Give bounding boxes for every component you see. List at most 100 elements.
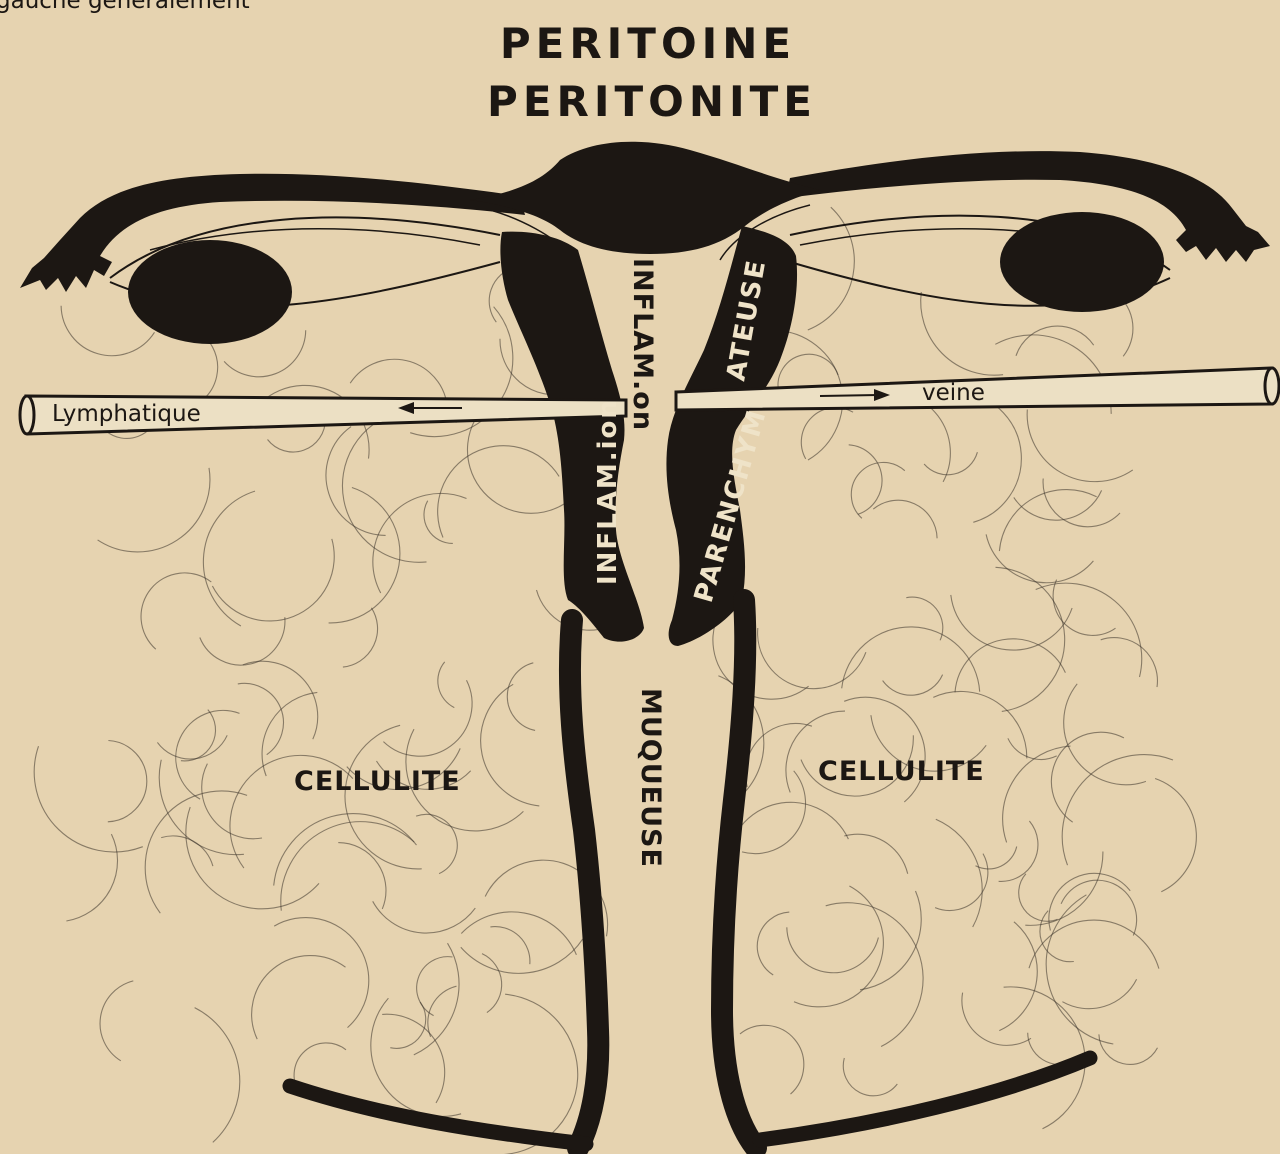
tissue-fiber (141, 573, 211, 649)
tissue-fiber (202, 764, 262, 839)
tissue-fiber (417, 957, 453, 1016)
tissue-fiber (964, 392, 1021, 522)
tissue-fiber (883, 675, 943, 696)
tissue-fiber (461, 912, 576, 955)
tissue-fiber (757, 912, 789, 975)
tissue-fiber (1053, 580, 1115, 636)
label-veine: veine (922, 380, 985, 406)
tissue-fiber (274, 814, 417, 886)
tissue-fiber (371, 998, 461, 1116)
tissue-fiber (382, 1014, 444, 1103)
tissue-fiber (976, 847, 1017, 869)
header-fragment: gauche généralement (0, 0, 250, 14)
tissue-fiber (794, 886, 883, 1007)
label-lymphatique: Lymphatique (52, 401, 201, 427)
tissue-fiber (1008, 738, 1057, 759)
tissue-fiber (843, 1058, 897, 1096)
tissue-fiber (1003, 746, 1071, 842)
tissue-fiber (438, 662, 454, 708)
tissue-fiber (1062, 979, 1136, 1009)
tissue-fiber (1155, 779, 1196, 892)
tissue-fiber (962, 993, 1031, 1046)
tissue-fiber (801, 408, 853, 459)
tissue-fiber (999, 821, 1038, 881)
lymphatic-vessel: Lymphatique (20, 396, 626, 434)
tissue-fiber (999, 490, 1096, 552)
tissue-fiber (461, 939, 583, 973)
tissue-fiber (933, 691, 1027, 758)
left-ovary (128, 240, 292, 344)
label-muqueuse: MUQUEUSE (635, 688, 666, 868)
right-vaginal-fornix (760, 1058, 1090, 1140)
tissue-fiber (329, 488, 400, 623)
tissue-fiber (34, 746, 143, 852)
title-peritonite: PERITONITE (487, 77, 817, 126)
left-vaginal-fornix (290, 1086, 586, 1144)
tissue-fiber (999, 922, 1037, 1031)
title-peritoine: PERITOINE (500, 19, 796, 68)
tissue-fiber (986, 534, 1093, 582)
label-inflammation-wall: INFLAM.ion (593, 398, 623, 585)
tissue-fiber (1046, 895, 1113, 1044)
tissue-fiber (416, 814, 457, 873)
tissue-fiber (200, 617, 285, 665)
right-ovary (1000, 212, 1164, 312)
tissue-fiber (1062, 755, 1173, 866)
tissue-fiber (1019, 874, 1058, 921)
tissue-fiber (66, 834, 117, 921)
right-uterine-wall (666, 226, 797, 646)
tissue-fiber (1040, 911, 1074, 962)
left-cervical-wall (570, 620, 598, 1148)
tissue-fiber (936, 819, 982, 927)
tissue-fiber (787, 927, 879, 972)
tissue-fiber (438, 446, 559, 538)
tissue-fiber (212, 539, 334, 621)
tissue-fiber (350, 359, 445, 397)
tissue-fiber (1099, 1034, 1158, 1064)
tissue-fiber (428, 986, 457, 1037)
tissue-fiber (262, 692, 317, 776)
tissue-fiber (281, 822, 414, 911)
tissue-fiber (157, 735, 227, 759)
tissue-fiber (108, 741, 147, 822)
tissue-fiber (758, 628, 866, 689)
tissue-fiber (338, 843, 386, 909)
tissue-fiber (727, 802, 848, 875)
tissue-fiber (844, 834, 907, 874)
tissue-fiber (161, 836, 213, 866)
tissue-fiber (186, 807, 319, 909)
tissue-fiber (1016, 326, 1094, 356)
tissue-fiber (906, 597, 943, 640)
tissue-fiber (342, 412, 426, 562)
tissue-fiber (373, 901, 476, 933)
tissue-fiber (873, 500, 937, 538)
tissue-fiber (1064, 684, 1146, 785)
tissue-fiber (740, 1025, 804, 1094)
tissue-fiber (252, 956, 346, 1040)
tissue-fiber (274, 918, 369, 1028)
tissue-fiber (203, 491, 255, 626)
tissue-fiber (482, 954, 502, 1013)
tissue-fiber (1027, 410, 1133, 482)
tissue-fiber (1043, 479, 1120, 527)
tissue-fiber (383, 680, 472, 756)
tissue-fiber (1101, 638, 1158, 687)
right-cervical-wall (722, 600, 756, 1148)
tissue-fiber (1049, 873, 1130, 930)
cellular-tissue-fibers (34, 207, 1196, 1154)
tissue-fiber (243, 661, 318, 739)
tissue-fiber (490, 927, 530, 965)
tissue-fiber (849, 445, 882, 515)
tissue-fiber (935, 854, 988, 911)
tissue-fiber (851, 462, 904, 518)
tissue-fiber (195, 1008, 240, 1143)
label-cellulite-left: CELLULITE (294, 766, 461, 797)
label-cellulite-right: CELLULITE (818, 756, 985, 787)
label-inflammation-mucosa: INFLAM.on (627, 258, 658, 431)
tissue-fiber (238, 683, 284, 754)
tissue-fiber (345, 725, 422, 869)
tissue-fiber (481, 684, 540, 806)
tissue-fiber (100, 981, 133, 1061)
